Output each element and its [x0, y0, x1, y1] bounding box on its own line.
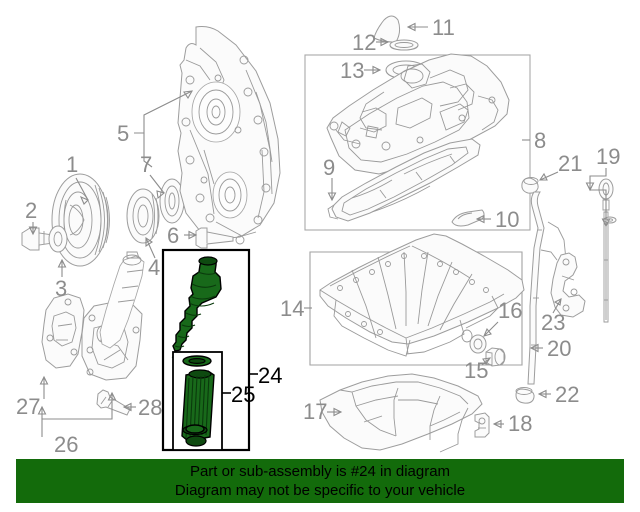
callout-numbers: 1 2 3 4 5 6 7 8 9 10 11 12 13 14 15 16 1…: [16, 15, 620, 457]
callout-6: 6: [167, 223, 179, 248]
leader-23: [552, 298, 562, 314]
callout-16: 16: [498, 298, 522, 323]
leader-21: [539, 171, 559, 181]
leader-5: [134, 90, 193, 134]
leader-7: [149, 174, 165, 194]
callout-22: 22: [555, 382, 579, 407]
callout-26: 26: [54, 432, 78, 457]
part-dipstick-tube-seal: [515, 387, 535, 404]
part-oil-filler-cap: [373, 15, 401, 43]
callout-18: 18: [508, 411, 532, 436]
callout-3: 3: [55, 276, 67, 301]
part-drain-plug-seal: [469, 334, 487, 354]
disclaimer-banner: Part or sub-assembly is #24 in diagram D…: [16, 459, 624, 503]
part-crank-seal-ring: [126, 188, 160, 244]
callout-12: 12: [352, 30, 376, 55]
callout-4: 4: [148, 255, 160, 280]
panel-cylinder-head-cover: [304, 54, 531, 231]
leader-1: [75, 177, 89, 201]
callout-7: 7: [140, 152, 152, 177]
part-upper-oil-pan: [319, 233, 525, 357]
callout-15: 15: [464, 358, 488, 383]
callout-9: 9: [323, 155, 335, 180]
callout-10: 10: [495, 207, 519, 232]
callout-27: 27: [16, 394, 40, 419]
part-cover-clip: [451, 209, 485, 227]
callout-leaders: [28, 22, 611, 437]
banner-line-1: Part or sub-assembly is #24 in diagram: [189, 463, 451, 480]
highlighted-oil-filter-housing: [171, 256, 222, 359]
leader-4: [145, 237, 156, 259]
leader-16: [483, 321, 499, 337]
part-pulley-bolt: [21, 227, 54, 251]
part-oil-pan-bracket: [474, 412, 490, 438]
part-oil-cap-seal: [389, 39, 419, 51]
callout-1: 1: [66, 152, 78, 177]
callout-23: 23: [541, 310, 565, 335]
callout-8: 8: [534, 128, 546, 153]
callout-2: 2: [25, 198, 37, 223]
callout-24: 24: [258, 363, 282, 388]
part-cylinder-head-cover: [326, 53, 510, 175]
part-cover-bolt: [195, 227, 234, 249]
part-oil-dipstick: [598, 178, 617, 323]
highlighted-oil-filter-element: [181, 355, 215, 447]
banner-line-2: Diagram may not be specific to your vehi…: [174, 482, 466, 499]
callout-19: 19: [596, 144, 620, 169]
part-housing-bolt: [96, 389, 131, 416]
callout-13: 13: [340, 58, 364, 83]
part-oil-cooler-gasket: [41, 293, 85, 369]
callout-28: 28: [138, 395, 162, 420]
callout-21: 21: [558, 151, 582, 176]
part-cylinder-head-cover-gasket: [327, 138, 481, 222]
callout-17: 17: [303, 399, 327, 424]
leader-26: [41, 393, 113, 437]
leader-5b: [143, 133, 153, 168]
part-oil-drain-plug: [485, 347, 506, 367]
part-dipstick-guide-tube: [527, 191, 567, 385]
part-oil-filter-housing-assembly: [81, 251, 145, 381]
callout-11: 11: [432, 15, 455, 40]
callout-14: 14: [280, 296, 304, 321]
part-timing-case-cover: [177, 26, 281, 245]
part-lower-oil-pan: [319, 373, 483, 453]
callout-20: 20: [547, 336, 571, 361]
part-pulley-washer: [48, 225, 68, 253]
callout-25: 25: [231, 382, 255, 407]
part-dipstick-grommet: [521, 177, 539, 194]
callout-5: 5: [117, 121, 129, 146]
